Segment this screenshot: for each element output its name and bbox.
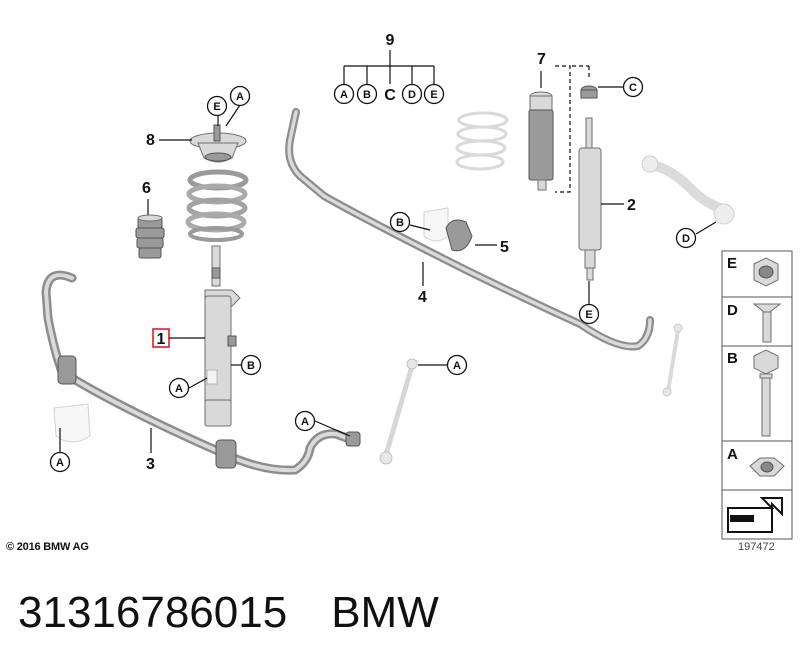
svg-text:A: A <box>175 383 183 395</box>
ref-a-link[interactable]: A <box>446 354 468 376</box>
top-mount-illustration <box>189 124 247 163</box>
copyright-notice: © 2016 BMW AG <box>6 541 89 553</box>
fastener-panel: E D B A <box>721 250 793 540</box>
callout-2[interactable]: 2 <box>627 197 636 214</box>
callout-8[interactable]: 8 <box>146 132 155 149</box>
ref-a-strut[interactable]: A <box>168 377 190 399</box>
svg-text:D: D <box>727 302 738 319</box>
svg-text:A: A <box>236 91 244 103</box>
ref-b-bushing[interactable]: B <box>389 211 411 233</box>
callout-4[interactable]: 4 <box>418 289 427 306</box>
kit-ref-a[interactable]: A <box>333 83 355 105</box>
svg-text:E: E <box>585 309 592 321</box>
ref-e-top-mount[interactable]: E <box>206 95 228 117</box>
callout-3[interactable]: 3 <box>146 456 155 473</box>
callout-7[interactable]: 7 <box>537 51 546 68</box>
svg-text:A: A <box>340 89 348 101</box>
ref-a-bar[interactable]: A <box>294 410 316 432</box>
kit-ref-e[interactable]: E <box>423 83 445 105</box>
svg-text:A: A <box>453 360 461 372</box>
svg-text:C: C <box>629 82 637 94</box>
navigation-arrow-icon[interactable] <box>727 497 783 533</box>
part-number: 31316786015 <box>18 588 288 637</box>
kit-ref-b[interactable]: B <box>356 83 378 105</box>
front-stabilizer-bar-illustration <box>41 270 361 475</box>
rear-bushing-illustration <box>445 219 473 252</box>
svg-text:A: A <box>301 416 309 428</box>
callout-6[interactable]: 6 <box>142 180 151 197</box>
fastener-b-bolt[interactable]: B <box>727 349 779 437</box>
front-strut-illustration <box>204 245 241 427</box>
rear-bushing-ghost-illustration <box>423 207 449 242</box>
ref-e-shock[interactable]: E <box>578 303 600 325</box>
svg-text:B: B <box>247 360 255 372</box>
coil-spring-illustration <box>185 169 249 242</box>
svg-text:D: D <box>682 233 690 245</box>
rear-link-illustration <box>662 323 683 397</box>
ref-d-arm[interactable]: D <box>675 227 697 249</box>
svg-text:D: D <box>408 89 416 101</box>
fastener-e-nut[interactable]: E <box>727 255 779 287</box>
svg-text:E: E <box>213 101 220 113</box>
spring-ghost-illustration <box>455 111 509 171</box>
svg-text:B: B <box>363 89 371 101</box>
fastener-a-nut[interactable]: A <box>727 446 785 477</box>
callout-1[interactable]: 1 <box>157 331 166 348</box>
svg-text:A: A <box>56 457 64 469</box>
nut-top-illustration <box>580 85 598 99</box>
rear-shock-illustration <box>578 117 602 281</box>
callout-5[interactable]: 5 <box>500 239 509 256</box>
dust-boot-illustration <box>528 91 554 191</box>
callout-9[interactable]: 9 <box>386 32 395 49</box>
kit-bracket-9: 9 A B C D E <box>333 32 445 105</box>
footer-caption: 31316786015 BMW <box>18 588 439 638</box>
svg-text:E: E <box>727 255 737 272</box>
kit-ref-c[interactable]: C <box>384 87 396 104</box>
svg-text:B: B <box>396 217 404 229</box>
diagram-image-number: 197472 <box>738 541 775 553</box>
svg-text:C: C <box>384 87 396 104</box>
rear-stabilizer-bar-illustration <box>285 108 654 351</box>
ref-a-bushing[interactable]: A <box>49 451 71 473</box>
bushing-ghost-illustration <box>53 403 91 443</box>
kit-ref-d[interactable]: D <box>401 83 423 105</box>
ref-c-nut[interactable]: C <box>622 76 644 98</box>
bump-stop-illustration <box>135 214 165 259</box>
brand-name: BMW <box>331 588 439 637</box>
front-link-illustration <box>379 358 418 465</box>
svg-text:E: E <box>430 89 437 101</box>
ref-b-strut[interactable]: B <box>240 354 262 376</box>
svg-text:A: A <box>727 446 738 463</box>
fastener-d-bolt[interactable]: D <box>727 302 782 343</box>
ref-a-top-mount[interactable]: A <box>229 85 251 107</box>
control-arm-illustration <box>641 155 735 225</box>
svg-text:B: B <box>727 350 738 367</box>
